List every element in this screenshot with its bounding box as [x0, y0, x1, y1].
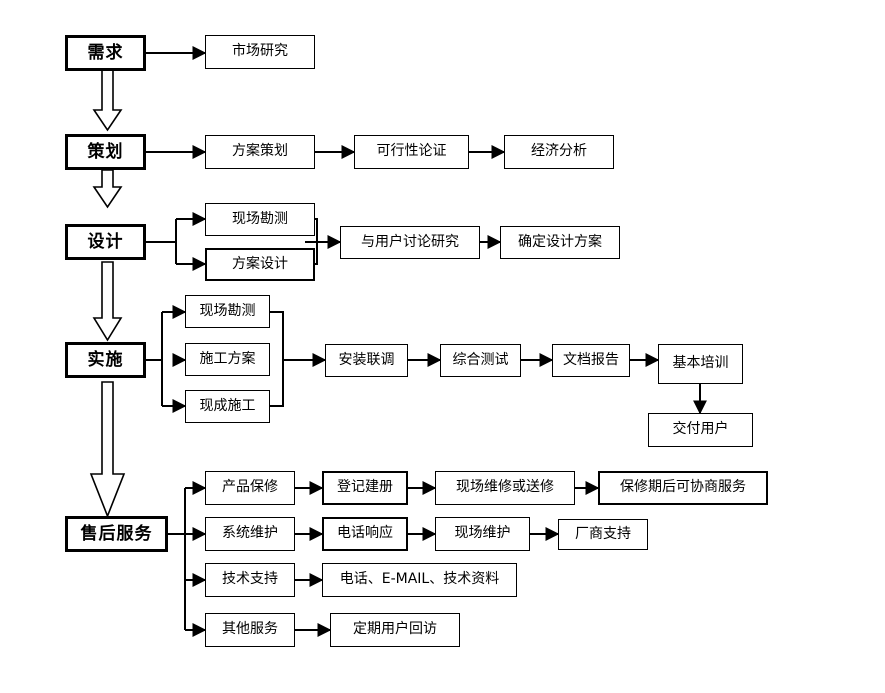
block-arrow-req-to-plan — [92, 69, 123, 132]
block-arrow-impl-to-aftersales — [89, 381, 126, 519]
task-post-warranty-service[interactable]: 保修期后可协商服务 — [598, 471, 768, 505]
task-scheme-planning[interactable]: 方案策划 — [205, 135, 315, 169]
spine-implement-out — [146, 312, 163, 406]
task-other-service[interactable]: 其他服务 — [205, 613, 295, 647]
task-doc-report[interactable]: 文档报告 — [552, 344, 630, 377]
task-install-debug[interactable]: 安装联调 — [325, 344, 408, 377]
task-market-research[interactable]: 市场研究 — [205, 35, 315, 69]
task-vendor-support[interactable]: 厂商支持 — [558, 519, 648, 550]
task-feasibility[interactable]: 可行性论证 — [354, 135, 469, 169]
task-economic-analysis[interactable]: 经济分析 — [504, 135, 614, 169]
task-construction-plan[interactable]: 施工方案 — [185, 343, 270, 376]
task-integration-test[interactable]: 综合测试 — [440, 344, 521, 377]
task-user-discussion[interactable]: 与用户讨论研究 — [340, 226, 480, 259]
task-confirm-design[interactable]: 确定设计方案 — [500, 226, 620, 259]
stage-implement[interactable]: 实施 — [65, 342, 146, 378]
task-tech-channels[interactable]: 电话、E-MAIL、技术资料 — [322, 563, 517, 597]
task-register[interactable]: 登记建册 — [322, 471, 408, 505]
spine-implement-merge — [270, 311, 325, 407]
spine-aftersales-out — [168, 488, 186, 630]
stage-design[interactable]: 设计 — [65, 224, 146, 260]
stage-requirement[interactable]: 需求 — [65, 35, 146, 71]
task-scheme-design[interactable]: 方案设计 — [205, 248, 315, 281]
task-site-survey-implement[interactable]: 现场勘测 — [185, 295, 270, 328]
task-onsite-or-send-repair[interactable]: 现场维修或送修 — [435, 471, 575, 505]
block-arrow-plan-to-design — [92, 169, 123, 209]
task-ready-construction[interactable]: 现成施工 — [185, 390, 270, 423]
block-arrow-design-to-impl — [92, 261, 123, 342]
task-onsite-maintenance[interactable]: 现场维护 — [435, 517, 530, 551]
task-system-maintenance[interactable]: 系统维护 — [205, 517, 295, 551]
task-site-survey-design[interactable]: 现场勘测 — [205, 203, 315, 236]
task-phone-response[interactable]: 电话响应 — [322, 517, 408, 551]
stage-planning[interactable]: 策划 — [65, 134, 146, 170]
task-product-warranty[interactable]: 产品保修 — [205, 471, 295, 505]
task-periodic-user-visit[interactable]: 定期用户回访 — [330, 613, 460, 647]
task-deliver-user[interactable]: 交付用户 — [648, 413, 753, 447]
spine-design-out — [146, 219, 177, 264]
stage-aftersales[interactable]: 售后服务 — [65, 516, 168, 552]
task-tech-support[interactable]: 技术支持 — [205, 563, 295, 597]
task-basic-training[interactable]: 基本培训 — [658, 344, 743, 384]
